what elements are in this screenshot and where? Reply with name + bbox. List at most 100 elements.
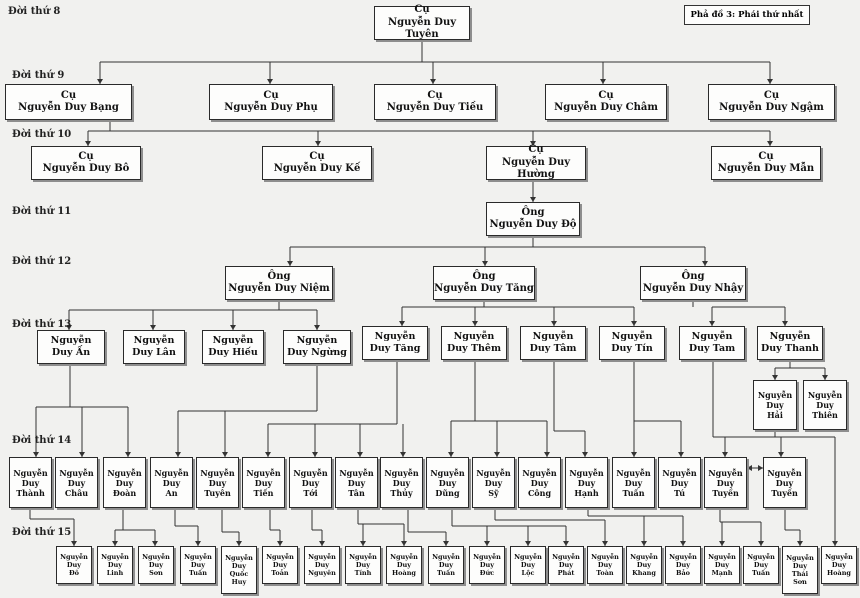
generation-label-15: Đời thứ 15 [12, 527, 72, 538]
person-name: Nguyễn Duy Lộc [514, 552, 542, 578]
connector-arrowhead [287, 261, 293, 266]
person-node-g15-hoang1: Nguyễn Duy Hoàng [386, 546, 422, 584]
connector-arrowhead [401, 541, 407, 546]
person-name: Ông Nguyễn Duy Nhậy [642, 270, 744, 295]
person-node-g15-quochuy: Nguyễn Duy Quốc Huy [221, 546, 257, 594]
connector-arrowhead [236, 541, 242, 546]
person-node-nhay: Ông Nguyễn Duy Nhậy [640, 266, 746, 300]
connector-arrowhead [525, 541, 531, 546]
person-name: Nguyễn Duy Toản [266, 552, 294, 578]
person-name: Nguyễn Duy Tú [662, 467, 697, 498]
person-name: Nguyễn Duy Tân [339, 467, 374, 498]
person-name: Nguyễn Duy Thái Sơn [786, 553, 814, 587]
connector-arrowhead [430, 79, 436, 84]
person-name: Nguyễn Duy Toàn [591, 552, 619, 578]
generation-label-12: Đời thứ 12 [12, 256, 72, 267]
person-name: Cụ Nguyễn Duy Phụ [224, 89, 318, 114]
person-name: Cụ Nguyễn Duy Bô [42, 150, 130, 175]
person-node-tin: Nguyễn Duy Tín [599, 326, 665, 360]
person-name: Nguyễn Duy Tuấn [747, 552, 775, 578]
connector-arrowhead [494, 452, 500, 457]
person-name: Nguyễn Duy Đô [60, 552, 88, 578]
person-node-g15-bao: Nguyễn Duy Bảo [665, 546, 701, 584]
person-name: Nguyễn Duy Linh [101, 552, 129, 578]
person-node-cham: Cụ Nguyễn Duy Châm [545, 84, 667, 120]
person-name: Nguyễn Duy An [154, 467, 189, 498]
connector-arrowhead [551, 321, 557, 326]
connector-arrowhead [312, 452, 318, 457]
person-node-ngam: Cụ Nguyễn Duy Ngậm [708, 84, 835, 120]
person-node-thuy: Nguyễn Duy Thủy [380, 457, 423, 508]
connector-arrowhead [530, 141, 536, 146]
person-node-tuyen14b: Nguyễn Duy Tuyền [704, 457, 747, 508]
person-node-g15-son: Nguyễn Duy Sơn [138, 546, 174, 584]
generation-label-9: Đời thứ 9 [12, 70, 65, 81]
person-name: Nguyễn Duy Hoàng [825, 552, 853, 578]
person-name: Nguyễn Duy Ấn [50, 335, 92, 358]
connector-arrowhead [150, 325, 156, 330]
person-name: Nguyễn Duy Hải [757, 390, 793, 420]
connector-arrowhead [79, 452, 85, 457]
person-node-doan: Nguyễn Duy Đoàn [103, 457, 146, 508]
person-node-huong: Cụ Nguyễn Duy Hường [486, 144, 586, 180]
connector-arrowhead [582, 452, 588, 457]
person-node-g15-phat: Nguyễn Duy Phát [548, 546, 584, 584]
person-node-g15-toan1: Nguyễn Duy Toản [262, 546, 298, 584]
person-name: Ông Nguyễn Duy Tăng [434, 270, 534, 295]
person-node-g15-tinh: Nguyễn Duy Tính [345, 546, 381, 584]
connector-arrowhead [152, 541, 158, 546]
person-name: Nguyễn Duy Quốc Huy [225, 553, 253, 587]
person-node-tuyen8: Cụ Nguyễn Duy Tuyên [374, 4, 470, 41]
person-name: Nguyễn Duy Hoàng [390, 552, 418, 578]
person-node-g15-tuan2: Nguyễn Duy Tuấn [428, 546, 464, 584]
person-name: Nguyễn Duy Tín [611, 331, 653, 354]
person-name: Nguyễn Duy Tuyên [200, 467, 235, 498]
person-name: Cụ Nguyễn Duy Châm [554, 89, 658, 114]
person-node-hai: Nguyễn Duy Hải [753, 380, 797, 430]
connector-arrowhead [631, 321, 637, 326]
connector-arrowhead [315, 141, 321, 146]
person-node-g15-toan2: Nguyễn Duy Toàn [587, 546, 623, 584]
connector-arrowhead [544, 452, 550, 457]
connector-arrowhead [314, 325, 320, 330]
connector-arrowhead [443, 541, 449, 546]
connector-arrowhead [71, 541, 77, 546]
connector-arrowhead [767, 141, 773, 146]
connector-arrowhead [722, 452, 728, 457]
connector-arrowhead [719, 541, 725, 546]
connector-arrowhead [399, 321, 405, 326]
person-name: Ông Nguyễn Duy Độ [489, 206, 577, 231]
person-node-cong: Nguyễn Duy Công [518, 457, 561, 508]
person-name: Nguyễn Duy Tuấn [616, 467, 651, 498]
person-node-lan: Nguyễn Duy Lân [123, 330, 185, 364]
connector-arrowhead [125, 452, 131, 457]
connector-arrowhead [267, 79, 273, 84]
person-name: Nguyễn Duy Đoàn [107, 467, 142, 498]
connector-arrowhead [767, 79, 773, 84]
connector-arrowhead [772, 375, 778, 380]
person-name: Nguyễn Duy Đức [473, 552, 501, 578]
person-node-tuan14: Nguyễn Duy Tuấn [612, 457, 655, 508]
person-name: Nguyễn Duy Tuấn [184, 552, 212, 578]
connector-arrowhead [112, 541, 118, 546]
legend-text: Phả đồ 3: Phái thứ nhất [690, 10, 804, 20]
generation-label-11: Đời thứ 11 [12, 206, 72, 217]
person-name: Nguyễn Duy Thêm [446, 331, 502, 354]
connector-arrowhead [678, 452, 684, 457]
person-node-tam: Nguyễn Duy Tâm [520, 326, 586, 360]
person-node-thanh14: Nguyễn Duy Thành [9, 457, 52, 508]
connector-arrowhead [277, 541, 283, 546]
person-node-dung: Nguyễn Duy Dũng [426, 457, 469, 508]
person-name: Cụ Nguyễn Duy Tuyên [387, 4, 457, 41]
person-name: Cụ Nguyễn Duy Ngậm [719, 89, 824, 114]
connector-arrowhead [758, 465, 763, 471]
person-node-g15-do: Nguyễn Duy Đô [56, 546, 92, 584]
person-node-tien: Nguyễn Duy Tiến [242, 457, 285, 508]
connector-arrowhead [709, 321, 715, 326]
generation-label-10: Đời thứ 10 [12, 129, 72, 140]
person-name: Nguyễn Duy Công [522, 467, 557, 498]
person-node-sy: Nguyễn Duy Sỹ [472, 457, 515, 508]
connector-arrowhead [822, 375, 828, 380]
person-name: Nguyễn Duy Tiến [246, 467, 281, 498]
